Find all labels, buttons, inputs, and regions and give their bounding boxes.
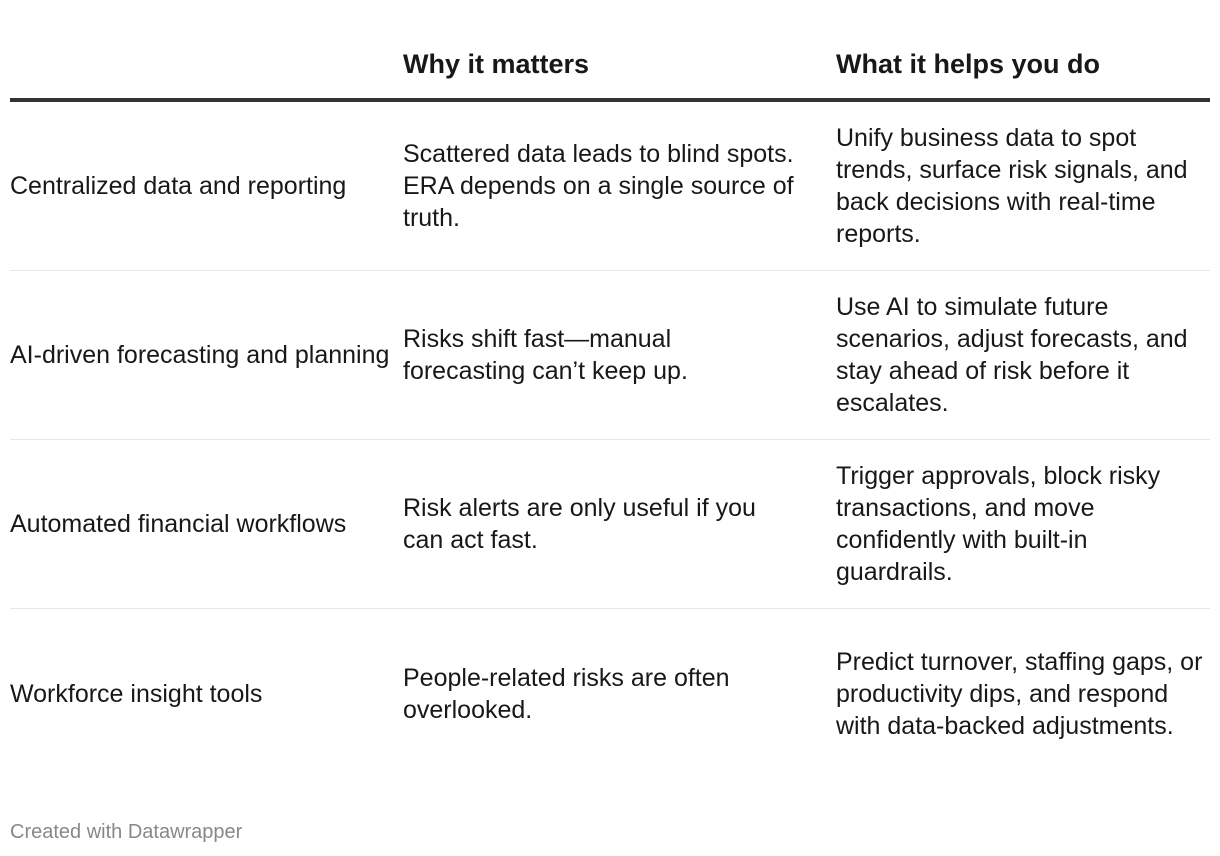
feature-cell: AI-driven forecasting and planning (10, 341, 390, 369)
datawrapper-credit: Created with Datawrapper (10, 821, 243, 843)
why-cell: Risk alerts are only useful if you can a… (403, 494, 756, 554)
feature-cell: Workforce insight tools (10, 679, 263, 708)
header-cell-feature (10, 0, 403, 98)
header-cell-why: Why it matters (403, 49, 590, 79)
feature-cell: Centralized data and reporting (10, 172, 347, 200)
what-cell: Predict turnover, staffing gaps, or prod… (836, 647, 1203, 740)
feature-cell: Automated financial workflows (10, 510, 347, 538)
table-header-row: Why it matters What it helps you do (10, 0, 1210, 102)
what-cell: Trigger approvals, block risky transacti… (836, 462, 1161, 586)
what-cell: Unify business data to spot trends, surf… (836, 124, 1188, 248)
what-cell: Use AI to simulate future scenarios, adj… (836, 293, 1188, 417)
comparison-table: Why it matters What it helps you do Cent… (10, 0, 1210, 778)
why-cell: Scattered data leads to blind spots. ERA… (403, 140, 794, 232)
table-row: Workforce insight tools People-related r… (10, 609, 1210, 778)
table-row: Centralized data and reporting Scattered… (10, 102, 1210, 271)
why-cell: People-related risks are often overlooke… (403, 663, 730, 724)
why-cell: Risks shift fast—manual forecasting can’… (403, 325, 688, 385)
table-row: AI-driven forecasting and planning Risks… (10, 271, 1210, 440)
table-row: Automated financial workflows Risk alert… (10, 440, 1210, 609)
header-cell-what: What it helps you do (836, 49, 1100, 79)
